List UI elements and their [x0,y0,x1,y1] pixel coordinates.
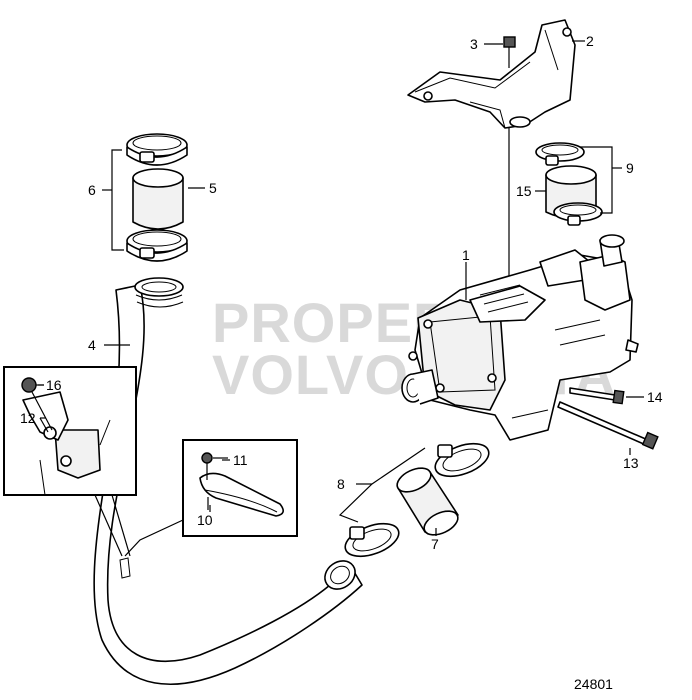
callout-2: 2 [586,33,594,49]
callout-labels: 1 2 3 4 5 6 7 8 9 10 11 12 13 14 15 16 [20,33,663,552]
inset-detail-10-11 [182,439,298,537]
clamp-8-upper [434,442,490,478]
drawing-number: 24801 [574,676,613,692]
callout-11: 11 [233,452,248,468]
clamp-8-lower [344,522,400,558]
clamp-6-upper [126,133,188,166]
bracket-2 [407,19,576,129]
callout-8: 8 [337,476,345,492]
hose-4 [93,277,363,685]
sleeve-5 [132,168,184,230]
leader-inset-left [94,494,123,557]
callout-3: 3 [470,36,478,52]
callout-14: 14 [647,389,663,405]
bolt-13 [557,401,659,450]
clamp-9-upper [535,142,585,166]
leader-inset-right [124,519,184,557]
bracket-9 [580,146,613,214]
callout-6: 6 [88,182,96,198]
clamp-9-lower [553,202,603,226]
seawater-pump-1 [401,234,639,441]
bolt-3 [503,36,516,68]
callout-9: 9 [626,160,634,176]
bracket-8 [338,447,426,523]
callout-10: 10 [197,512,213,528]
callout-4: 4 [88,337,96,353]
callout-7: 7 [431,536,439,552]
callout-16: 16 [46,377,62,393]
bracket-6 [111,149,124,251]
callout-15: 15 [516,183,532,199]
inset-detail-12-16 [3,366,137,496]
callout-12: 12 [20,410,36,426]
clamp-6-lower [126,229,188,262]
bolt-14 [569,387,625,405]
callout-5: 5 [209,180,217,196]
callout-13: 13 [623,455,639,471]
callout-1: 1 [462,247,470,263]
sleeve-7 [396,467,459,536]
